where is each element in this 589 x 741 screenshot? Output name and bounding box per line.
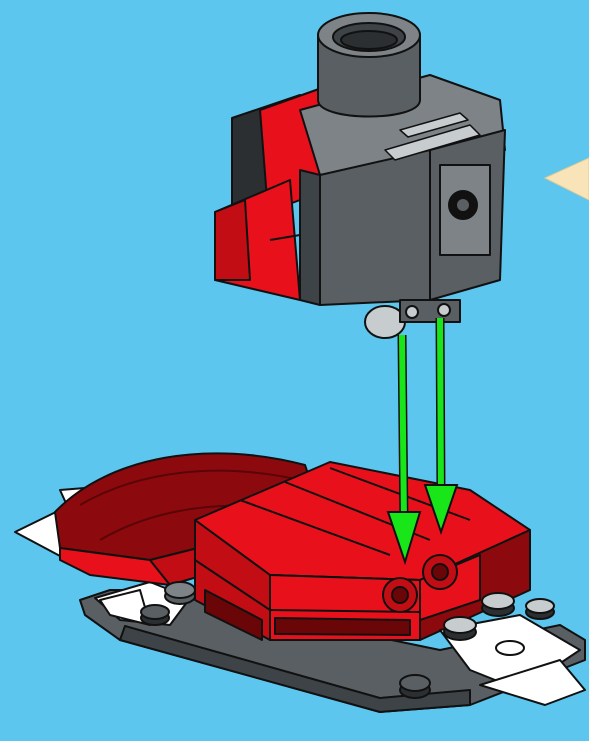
cockpit-front-face — [320, 150, 430, 305]
